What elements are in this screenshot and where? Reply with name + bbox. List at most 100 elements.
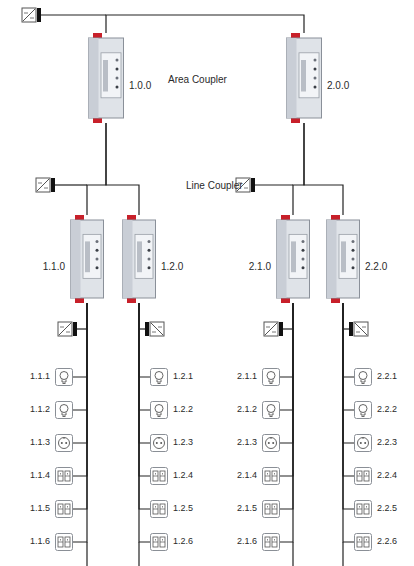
bus-device: 2.1.2 — [262, 401, 280, 419]
address-label: 1.2.0 — [161, 261, 183, 272]
device-icon — [354, 434, 372, 452]
address-label: 2.2.0 — [365, 261, 387, 272]
bus-device: 1.2.4 — [150, 467, 168, 485]
device-icon — [55, 368, 73, 386]
line-coupler: 2.2.0 — [326, 215, 360, 303]
bus-line — [73, 303, 87, 509]
address-label: 2.1.4 — [237, 471, 257, 481]
address-label: 2.1.6 — [237, 537, 257, 547]
bus-device: 1.2.5 — [150, 500, 168, 518]
coupler-drawing — [122, 215, 156, 303]
address-label: 1.1.5 — [30, 504, 50, 514]
device-icon — [150, 533, 168, 551]
device-icon — [150, 500, 168, 518]
bus-line — [139, 303, 150, 377]
address-label: 1.2.6 — [173, 537, 193, 547]
bus-device: 1.1.6 — [55, 533, 73, 551]
coupler-drawing — [286, 33, 322, 123]
bus-device: 1.2.2 — [150, 401, 168, 419]
bus-device: 1.1.4 — [55, 467, 73, 485]
address-label: 2.0.0 — [327, 80, 349, 91]
bus-device: 2.1.1 — [262, 368, 280, 386]
bus-line — [280, 303, 293, 476]
bus-line — [280, 303, 293, 377]
bus-line — [73, 303, 87, 476]
bus-device: 1.2.1 — [150, 368, 168, 386]
line-coupler: 2.1.0 — [276, 215, 310, 303]
bus-device: 2.2.6 — [354, 533, 372, 551]
bus-line — [280, 303, 293, 542]
device-icon — [55, 533, 73, 551]
bus-line — [343, 303, 354, 443]
device-icon — [354, 467, 372, 485]
bus-line — [304, 123, 343, 215]
bus-line — [106, 15, 304, 33]
device-icon — [55, 401, 73, 419]
address-label: 1.2.3 — [173, 438, 193, 448]
line-coupler: 1.1.0 — [70, 215, 104, 303]
address-label: 1.2.4 — [173, 471, 193, 481]
address-label: 2.2.5 — [377, 504, 397, 514]
address-label: 2.1.2 — [237, 405, 257, 415]
bus-device: 2.2.1 — [354, 368, 372, 386]
device-icon — [354, 500, 372, 518]
supply-stub — [41, 15, 349, 566]
device-icon — [55, 500, 73, 518]
device-icon — [262, 533, 280, 551]
bus-device: 2.2.5 — [354, 500, 372, 518]
address-label: 1.1.1 — [30, 372, 50, 382]
address-label: 2.2.6 — [377, 537, 397, 547]
bus-line — [343, 303, 354, 542]
bus-line — [280, 303, 293, 410]
device-icon — [150, 401, 168, 419]
address-label: 1.1.6 — [30, 537, 50, 547]
bus-line — [280, 303, 293, 509]
address-label: 1.1.3 — [30, 438, 50, 448]
bus-device: 2.2.2 — [354, 401, 372, 419]
bus-device: 1.1.5 — [55, 500, 73, 518]
bus-line — [73, 303, 87, 542]
bus-line — [106, 123, 139, 215]
address-label: 1.2.1 — [173, 372, 193, 382]
device-icon — [55, 467, 73, 485]
bus-line — [343, 303, 354, 476]
bus-device: 1.1.3 — [55, 434, 73, 452]
bus-line — [73, 303, 87, 377]
coupler-drawing — [276, 215, 310, 303]
bus-device: 1.2.3 — [150, 434, 168, 452]
area-coupler: 2.0.0 — [286, 33, 322, 123]
bus-line — [139, 303, 150, 509]
coupler-drawing — [88, 33, 124, 123]
device-icon — [262, 401, 280, 419]
device-icon — [150, 467, 168, 485]
address-label: 2.1.5 — [237, 504, 257, 514]
address-label: 2.1.1 — [237, 372, 257, 382]
coupler-drawing — [326, 215, 360, 303]
bus-line — [73, 303, 87, 410]
bus-device: 2.1.6 — [262, 533, 280, 551]
device-icon — [150, 368, 168, 386]
bus-line — [343, 303, 354, 410]
bus-device: 1.1.1 — [55, 368, 73, 386]
address-label: 1.2.5 — [173, 504, 193, 514]
device-icon — [354, 533, 372, 551]
address-label: 2.2.4 — [377, 471, 397, 481]
bus-device: 2.2.3 — [354, 434, 372, 452]
bus-device: 1.1.2 — [55, 401, 73, 419]
bus-line — [280, 303, 293, 443]
line-coupler: 1.2.0 — [122, 215, 156, 303]
level-label: Area Coupler — [168, 74, 227, 85]
address-label: 2.2.1 — [377, 372, 397, 382]
bus-line — [139, 303, 150, 542]
device-icon — [262, 467, 280, 485]
address-label: 2.1.0 — [249, 261, 271, 272]
bus-device: 2.1.3 — [262, 434, 280, 452]
device-icon — [55, 434, 73, 452]
address-label: 2.1.3 — [237, 438, 257, 448]
coupler-drawing — [70, 215, 104, 303]
address-label: 1.0.0 — [129, 80, 151, 91]
bus-line — [139, 303, 150, 443]
device-icon — [262, 500, 280, 518]
device-icon — [262, 368, 280, 386]
bus-device: 2.2.4 — [354, 467, 372, 485]
